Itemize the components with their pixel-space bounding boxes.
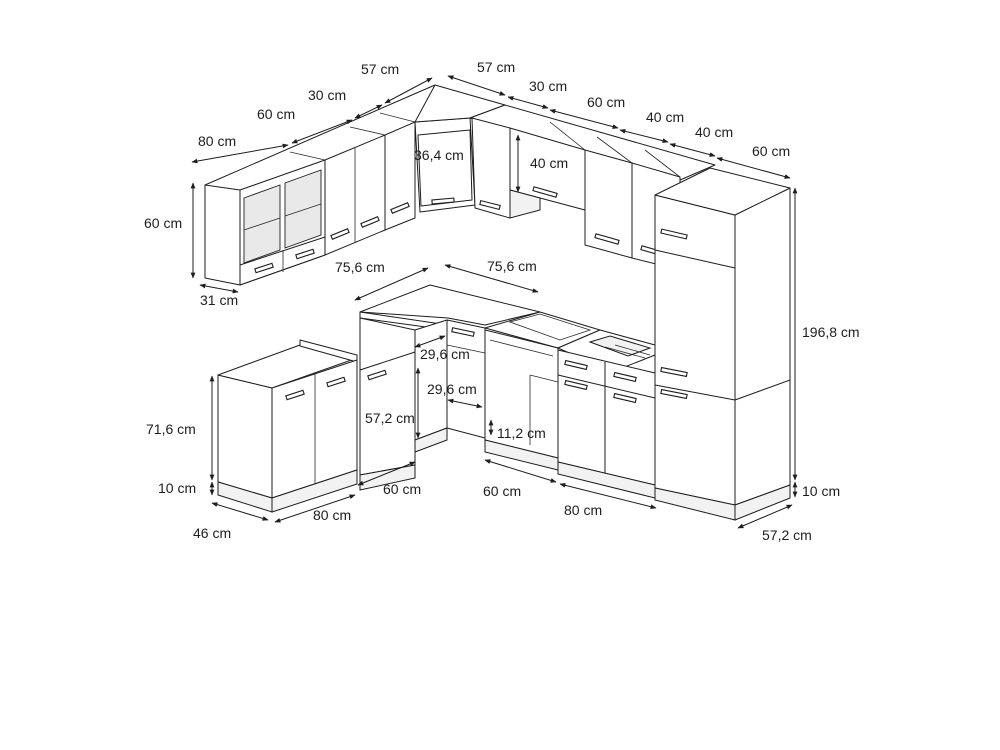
base-cabinets-right (484, 311, 656, 499)
dim-label-upper-right-60: 60 cm (587, 94, 625, 110)
dim-label-oven-gap: 11,2 cm (497, 425, 546, 441)
tall-cabinet-top (654, 167, 791, 216)
handle-icon (326, 376, 346, 388)
tall-cabinet-side (734, 187, 791, 506)
dim-label-upper-height: 60 cm (144, 215, 182, 231)
handle-icon (660, 228, 688, 240)
dim-label-base-left-80: 80 cm (313, 507, 351, 523)
dim-label-tall-depth: 57,2 cm (762, 527, 812, 543)
corner-door (417, 129, 473, 207)
handle-icon (285, 389, 305, 401)
dim-label-upper-right-30: 30 cm (529, 78, 567, 94)
handle-icon (613, 392, 637, 404)
glass-door-right (284, 169, 322, 249)
dim-label-door-57-2: 57,2 cm (365, 410, 415, 426)
dim-label-base-depth: 46 cm (193, 525, 231, 541)
dim-label-drawer-b: 29,6 cm (427, 381, 477, 397)
dim-label-base-height: 71,6 cm (146, 421, 196, 437)
handle-icon (431, 197, 455, 205)
dim-label-upper-left-30: 30 cm (308, 87, 346, 103)
dim-label-plinth-left: 10 cm (158, 480, 196, 496)
dimension-labels: 80 cm 60 cm 30 cm 57 cm 57 cm 30 cm 60 c… (144, 59, 860, 543)
handle-icon (564, 359, 588, 371)
handle-icon (479, 199, 501, 211)
handle-icon (330, 228, 350, 240)
upper-cabinet-30-front (384, 121, 416, 231)
handle-icon (660, 366, 688, 378)
dim-label-base-right-80: 80 cm (564, 502, 602, 518)
base-cabinet-side (217, 374, 273, 499)
upper-cabinet-side (204, 184, 241, 286)
dim-label-upper-left-80: 80 cm (198, 133, 236, 149)
dim-label-base-corner-b: 75,6 cm (487, 258, 537, 274)
handle-icon (451, 327, 475, 337)
dim-label-tall-height: 196,8 cm (802, 324, 860, 340)
dim-label-upper-right-40a: 40 cm (646, 109, 684, 125)
handle-icon (594, 233, 620, 245)
dim-label-corner-door: 36,4 cm (414, 147, 464, 163)
handle-icon (295, 248, 315, 260)
dim-label-base-corner-a: 75,6 cm (335, 259, 385, 275)
dim-label-drawer-a: 29,6 cm (420, 346, 470, 362)
dim-label-upper-right-60b: 60 cm (752, 143, 790, 159)
dimension-lines (190, 75, 798, 529)
handle-icon (390, 202, 410, 214)
drawer-cabinet (446, 319, 486, 439)
tall-cabinet (654, 167, 791, 521)
tall-cabinet-front (654, 194, 736, 506)
handle-icon (532, 186, 558, 198)
sink-cabinet-front (557, 349, 656, 486)
handle-icon (613, 371, 637, 383)
dim-label-upper-right-40b: 40 cm (695, 124, 733, 140)
dim-label-upper-left-60: 60 cm (257, 106, 295, 122)
handle-icon (367, 369, 387, 381)
dim-label-upper-right-57: 57 cm (477, 59, 515, 75)
dim-label-base-right-60: 60 cm (483, 483, 521, 499)
dim-label-hood-cabinet: 40 cm (530, 155, 568, 171)
handle-icon (564, 379, 588, 391)
handle-icon (660, 388, 688, 400)
upper-cabinets-right (414, 84, 716, 271)
handle-icon (254, 262, 274, 274)
dim-label-upper-left-57: 57 cm (361, 61, 399, 77)
dim-label-upper-depth: 31 cm (200, 292, 238, 308)
handle-icon (360, 216, 380, 228)
dim-label-plinth-right: 10 cm (802, 483, 840, 499)
dim-label-base-left-60: 60 cm (383, 481, 421, 497)
corner-base-door (414, 319, 448, 441)
upper-cabinets-left (204, 84, 471, 286)
